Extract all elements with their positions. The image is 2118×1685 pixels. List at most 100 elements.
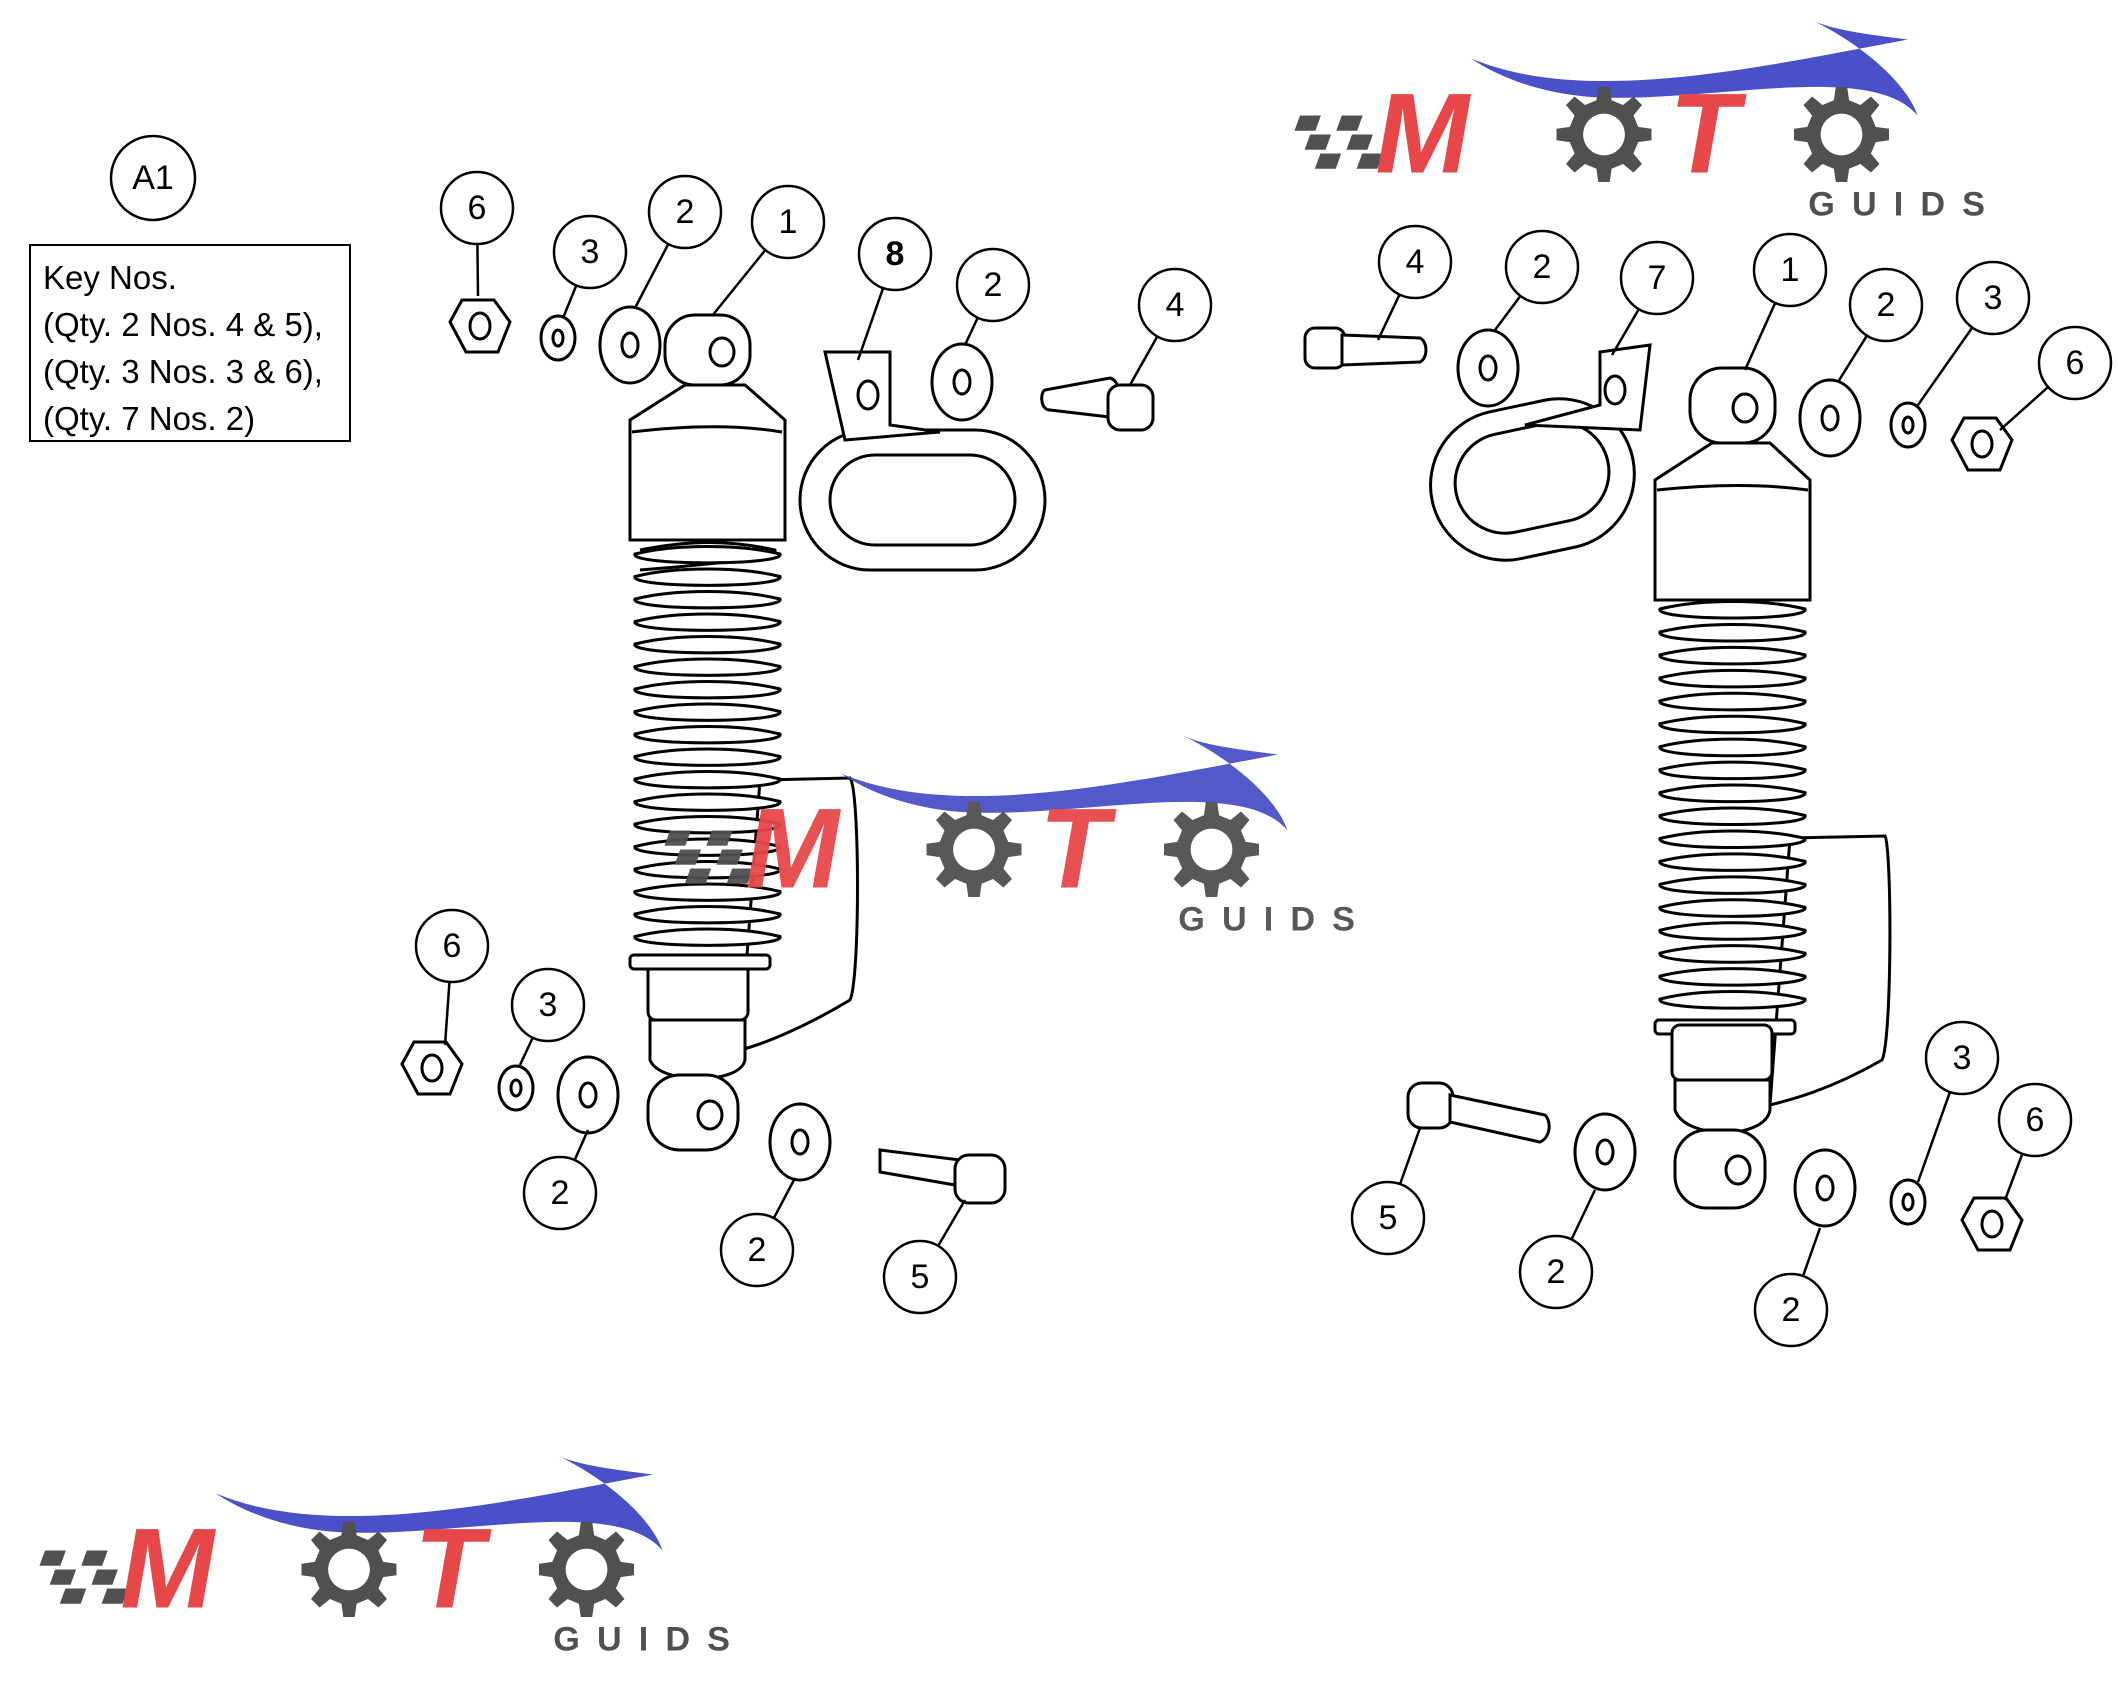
callout-circle: [522, 1155, 598, 1231]
callout-circle: [1752, 232, 1828, 308]
callout-c-r-2c: 2: [1518, 1189, 1597, 1310]
callout-circle: [882, 1239, 958, 1315]
key-box-line-3: (Qty. 7 Nos. 2): [43, 400, 256, 437]
callout-circle: [552, 214, 628, 290]
callout-leader-line: [573, 1129, 590, 1161]
callout-c-r-7: 7: [1610, 240, 1695, 356]
callout-number: 6: [443, 927, 462, 965]
callout-number: 5: [911, 1258, 930, 1296]
callout-circle: [955, 247, 1031, 323]
callout-number: 2: [551, 1174, 570, 1212]
spring-coil: [633, 702, 782, 722]
callout-leader-line: [1916, 326, 1974, 406]
callout-c-l-3: 3: [552, 214, 628, 319]
callout-leader-line: [443, 981, 451, 1046]
callout-circle: [1924, 1020, 2000, 1096]
callout-c-r-3: 3: [1916, 260, 2031, 406]
callout-leader-line: [1916, 1091, 1952, 1183]
callout-c-r-2a: 2: [1493, 229, 1580, 331]
key-box-heading: Key Nos.: [43, 259, 177, 296]
spring-coil: [633, 657, 782, 677]
callout-c-l-5: 5: [882, 1199, 967, 1315]
spring-coil: [1658, 898, 1807, 918]
key-numbers-box: Key Nos. (Qty. 2 Nos. 4 & 5), (Qty. 3 No…: [29, 244, 351, 442]
callout-number: 3: [581, 233, 600, 271]
spring-coil: [633, 680, 782, 700]
callout-leader-line: [1128, 335, 1159, 386]
spring-coil: [1658, 737, 1807, 758]
callout-circle: [1377, 224, 1453, 300]
callout-circle: [1848, 267, 1924, 343]
callout-number: 4: [1406, 243, 1425, 281]
callout-number: 2: [676, 193, 695, 231]
callout-leader-line: [963, 317, 979, 346]
callout-circle: [1955, 260, 2031, 336]
spring-coil: [1658, 990, 1807, 1010]
spring-coil: [633, 725, 782, 745]
callout-leader-line: [772, 1177, 797, 1219]
callout-leader-line: [2003, 1153, 2024, 1201]
callout-number: 3: [1984, 279, 2003, 317]
callout-leader-line: [1743, 302, 1777, 371]
spring-coil: [633, 545, 782, 565]
spring-coil: [1658, 829, 1807, 849]
logo-watermark-bottom: [39, 1456, 747, 1659]
callout-c-l-6b: 6: [414, 908, 490, 1046]
spring-coil: [1658, 921, 1807, 941]
callout-circle: [2037, 325, 2113, 401]
callout-c-l-2b: 2: [955, 247, 1031, 346]
callout-number: 3: [539, 986, 558, 1024]
callout-leader-line: [518, 1037, 534, 1066]
callout-c-r-3b: 3: [1916, 1020, 2000, 1183]
callout-circle: [719, 1212, 795, 1288]
callout-number: 5: [1379, 1199, 1398, 1237]
spring-coil: [633, 927, 782, 947]
callout-circle: [439, 170, 515, 246]
callout-leader-line: [937, 1199, 967, 1247]
callout-leader-line: [856, 287, 885, 361]
callout-c-l-3b: 3: [510, 967, 586, 1066]
spring-coil: [633, 590, 782, 610]
right-shock-absorber: [1653, 366, 1892, 1210]
callout-number: 1: [779, 203, 798, 241]
callout-c-r-6: 6: [1999, 325, 2113, 431]
callout-circle: [1518, 1234, 1594, 1310]
callout-leader-line: [476, 243, 480, 297]
spring-coil: [1658, 875, 1807, 895]
callout-circle: [510, 967, 586, 1043]
callout-c-r-4: 4: [1376, 224, 1453, 341]
figure-label: A1: [109, 134, 197, 222]
callout-number: 6: [2026, 1101, 2045, 1139]
callout-number: 2: [748, 1231, 767, 1269]
callout-c-l-2d: 2: [719, 1177, 797, 1288]
spring-coil: [1658, 714, 1807, 735]
callout-leader-line: [1493, 295, 1522, 331]
callout-leader-line: [633, 243, 670, 309]
bolts: [878, 326, 1551, 1205]
key-box-line-1: (Qty. 2 Nos. 4 & 5),: [43, 306, 323, 343]
callout-leader-line: [711, 249, 767, 317]
spring-coil: [1658, 645, 1807, 666]
callout-leader-line: [1376, 293, 1401, 341]
spring-coil: [1658, 668, 1807, 689]
callout-number: 2: [1877, 286, 1896, 324]
callout-number: 1: [1781, 251, 1800, 289]
callout-number: 3: [1953, 1039, 1972, 1077]
callout-circle: [414, 908, 490, 984]
callout-circle: [750, 184, 826, 260]
key-box-line-2: (Qty. 3 Nos. 3 & 6),: [43, 353, 323, 390]
callout-number: 7: [1648, 259, 1667, 297]
callout-c-l-4: 4: [1128, 267, 1213, 386]
spring-coil: [633, 770, 782, 790]
callout-circle: [647, 174, 723, 250]
callout-number: 8: [886, 235, 905, 273]
callout-c-l-2c: 2: [522, 1129, 598, 1231]
callout-c-r-5: 5: [1350, 1127, 1426, 1256]
callout-leader-line: [1610, 308, 1640, 356]
callout-circle: [1350, 1180, 1426, 1256]
callout-number: 2: [984, 266, 1003, 304]
callout-leader-line: [1836, 334, 1869, 383]
spring-coil: [1658, 783, 1807, 804]
callout-leader-line: [561, 284, 578, 319]
